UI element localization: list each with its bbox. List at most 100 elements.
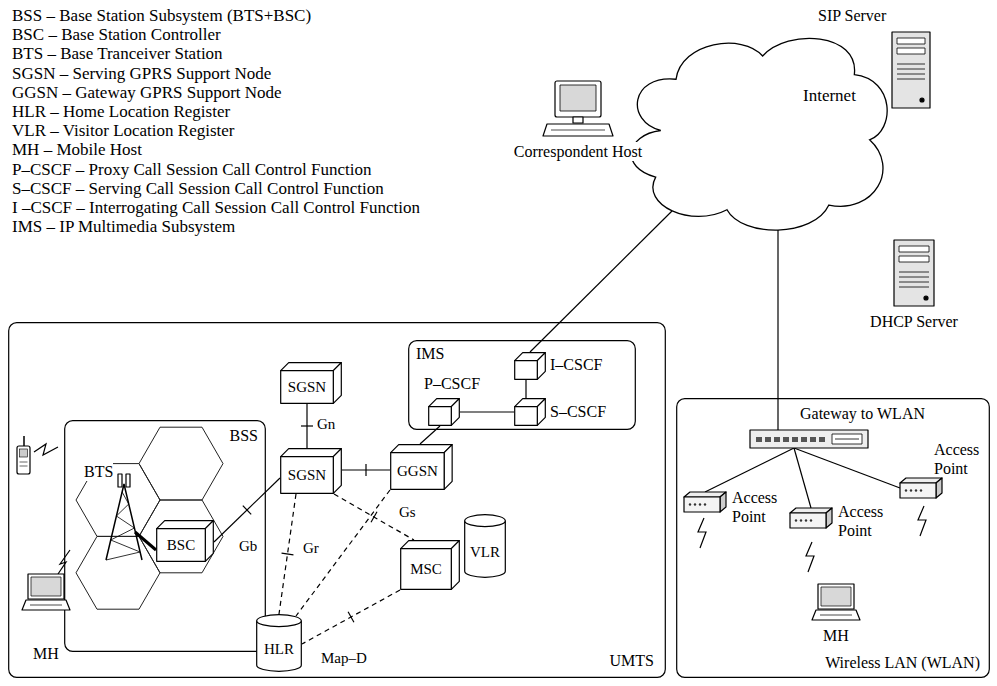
access-point-led [694, 503, 696, 505]
abbreviation-line: BSS – Base Station Subsystem (BTS+BSC) [12, 6, 311, 25]
correspondent-host-monitor [555, 81, 601, 117]
connector [342, 464, 390, 476]
connector [705, 448, 794, 492]
sgsn-node-label: SGSN [288, 466, 326, 485]
access-point-side [936, 478, 942, 498]
ggsn-node-top [391, 445, 452, 453]
mobile-host-keys [820, 615, 852, 616]
mobile-host-base [812, 610, 860, 620]
wlan-gateway: Gateway to WLAN [728, 404, 928, 450]
sgsn-node-label: SGSN [288, 378, 326, 397]
connector [302, 590, 400, 644]
access-point-led [704, 503, 706, 505]
connector [296, 490, 390, 616]
hlr-database-label: HLR [264, 640, 294, 659]
dhcp-server-case [894, 240, 934, 306]
mobile-host-lid [818, 584, 854, 609]
umts-region-border [9, 323, 666, 678]
connector [794, 448, 811, 508]
cscf-node-front [515, 361, 538, 380]
dhcp-server-vent [899, 282, 929, 283]
access-point-led [689, 503, 691, 505]
ims-box-label: IMS [416, 344, 444, 363]
ggsn-node: GGSN [390, 444, 453, 490]
mobile-host-screen [821, 587, 851, 606]
correspondent-host-screen [560, 85, 596, 111]
connector [460, 412, 514, 413]
cscf-node-side [537, 353, 545, 380]
access-point-side [720, 492, 726, 512]
access-point-front [684, 497, 720, 512]
access-point-led [805, 519, 807, 521]
connector [794, 448, 900, 488]
vlr-database-label: VLR [470, 543, 500, 562]
correspondent-host-stand [573, 117, 583, 123]
sgsn-node-top [281, 449, 342, 457]
cscf-node: P–CSCF [424, 374, 484, 426]
access-point-led [795, 519, 797, 521]
access-point-top [900, 478, 942, 483]
access-point-label: Access Point [732, 488, 777, 526]
wlan-gateway-label: Gateway to WLAN [800, 404, 925, 423]
access-point-front [790, 513, 826, 528]
access-point-side [826, 508, 832, 528]
interface-tick [301, 425, 313, 426]
interface-label: Gn [316, 416, 336, 433]
bss-box-label: BSS [230, 426, 258, 445]
radio-link [34, 444, 58, 455]
connector-line [794, 448, 811, 508]
vlr-database: VLR [464, 514, 506, 578]
bss-box-border [65, 421, 266, 652]
wlan-gateway-port [792, 437, 798, 442]
cscf-node-side [451, 399, 459, 426]
access-point-led [905, 489, 907, 491]
radio-link [58, 550, 70, 574]
bsc-node-side [205, 521, 213, 562]
cell-hexagon [139, 500, 223, 573]
access-point-label: Access Point [934, 440, 979, 478]
sip-server-bay [897, 48, 925, 54]
abbreviation-line: I –CSCF – Interrogating Call Session Cal… [12, 198, 420, 217]
phone-antenna [23, 436, 25, 446]
interface-tick [243, 506, 251, 515]
sip-server-label: SIP Server [818, 6, 886, 25]
sgsn-node-top [281, 363, 342, 371]
interface-label: Map–D [320, 650, 368, 667]
wlan-gateway-port [783, 437, 789, 442]
connector-line [777, 230, 778, 430]
phone-body [17, 446, 30, 474]
bts-tower-antenna [118, 474, 122, 487]
abbreviation-line: HLR – Home Location Register [12, 102, 230, 121]
cell-hexagon [139, 427, 223, 500]
abbreviation-line: P–CSCF – Proxy Call Session Call Control… [12, 160, 371, 179]
mobile-host-label: MH [823, 626, 849, 645]
msc-node-label: MSC [410, 560, 442, 579]
internet-cloud-outline-path [631, 38, 887, 230]
dhcp-server-bay [899, 246, 929, 252]
mobile-host-keys [30, 605, 62, 606]
access-point-led [699, 503, 701, 505]
cscf-node: S–CSCF [514, 394, 609, 426]
correspondent-host: Correspondent Host [498, 80, 658, 162]
wlan-gateway-port [810, 437, 816, 442]
connector [526, 380, 527, 398]
access-point: Access Point [790, 500, 890, 541]
access-point-top [684, 492, 726, 497]
interface-tick [348, 612, 354, 623]
bts-tower-legs [106, 484, 142, 560]
correspondent-host-keys [551, 130, 605, 131]
wlan-region-border [677, 399, 990, 678]
sip-server-led [920, 98, 924, 102]
cscf-node-side [537, 399, 545, 426]
msc-node-side [451, 541, 459, 590]
radio-link [698, 518, 706, 548]
wlan-gateway-panel [832, 434, 862, 444]
ggsn-node-label: GGSN [397, 462, 438, 481]
mobile-phone [17, 436, 30, 474]
sgsn-node-side [333, 363, 341, 404]
cscf-node-front [429, 407, 452, 426]
mobile-host-screen [31, 577, 61, 596]
msc-node: MSC [400, 540, 460, 590]
dhcp-server-vent [899, 272, 929, 273]
